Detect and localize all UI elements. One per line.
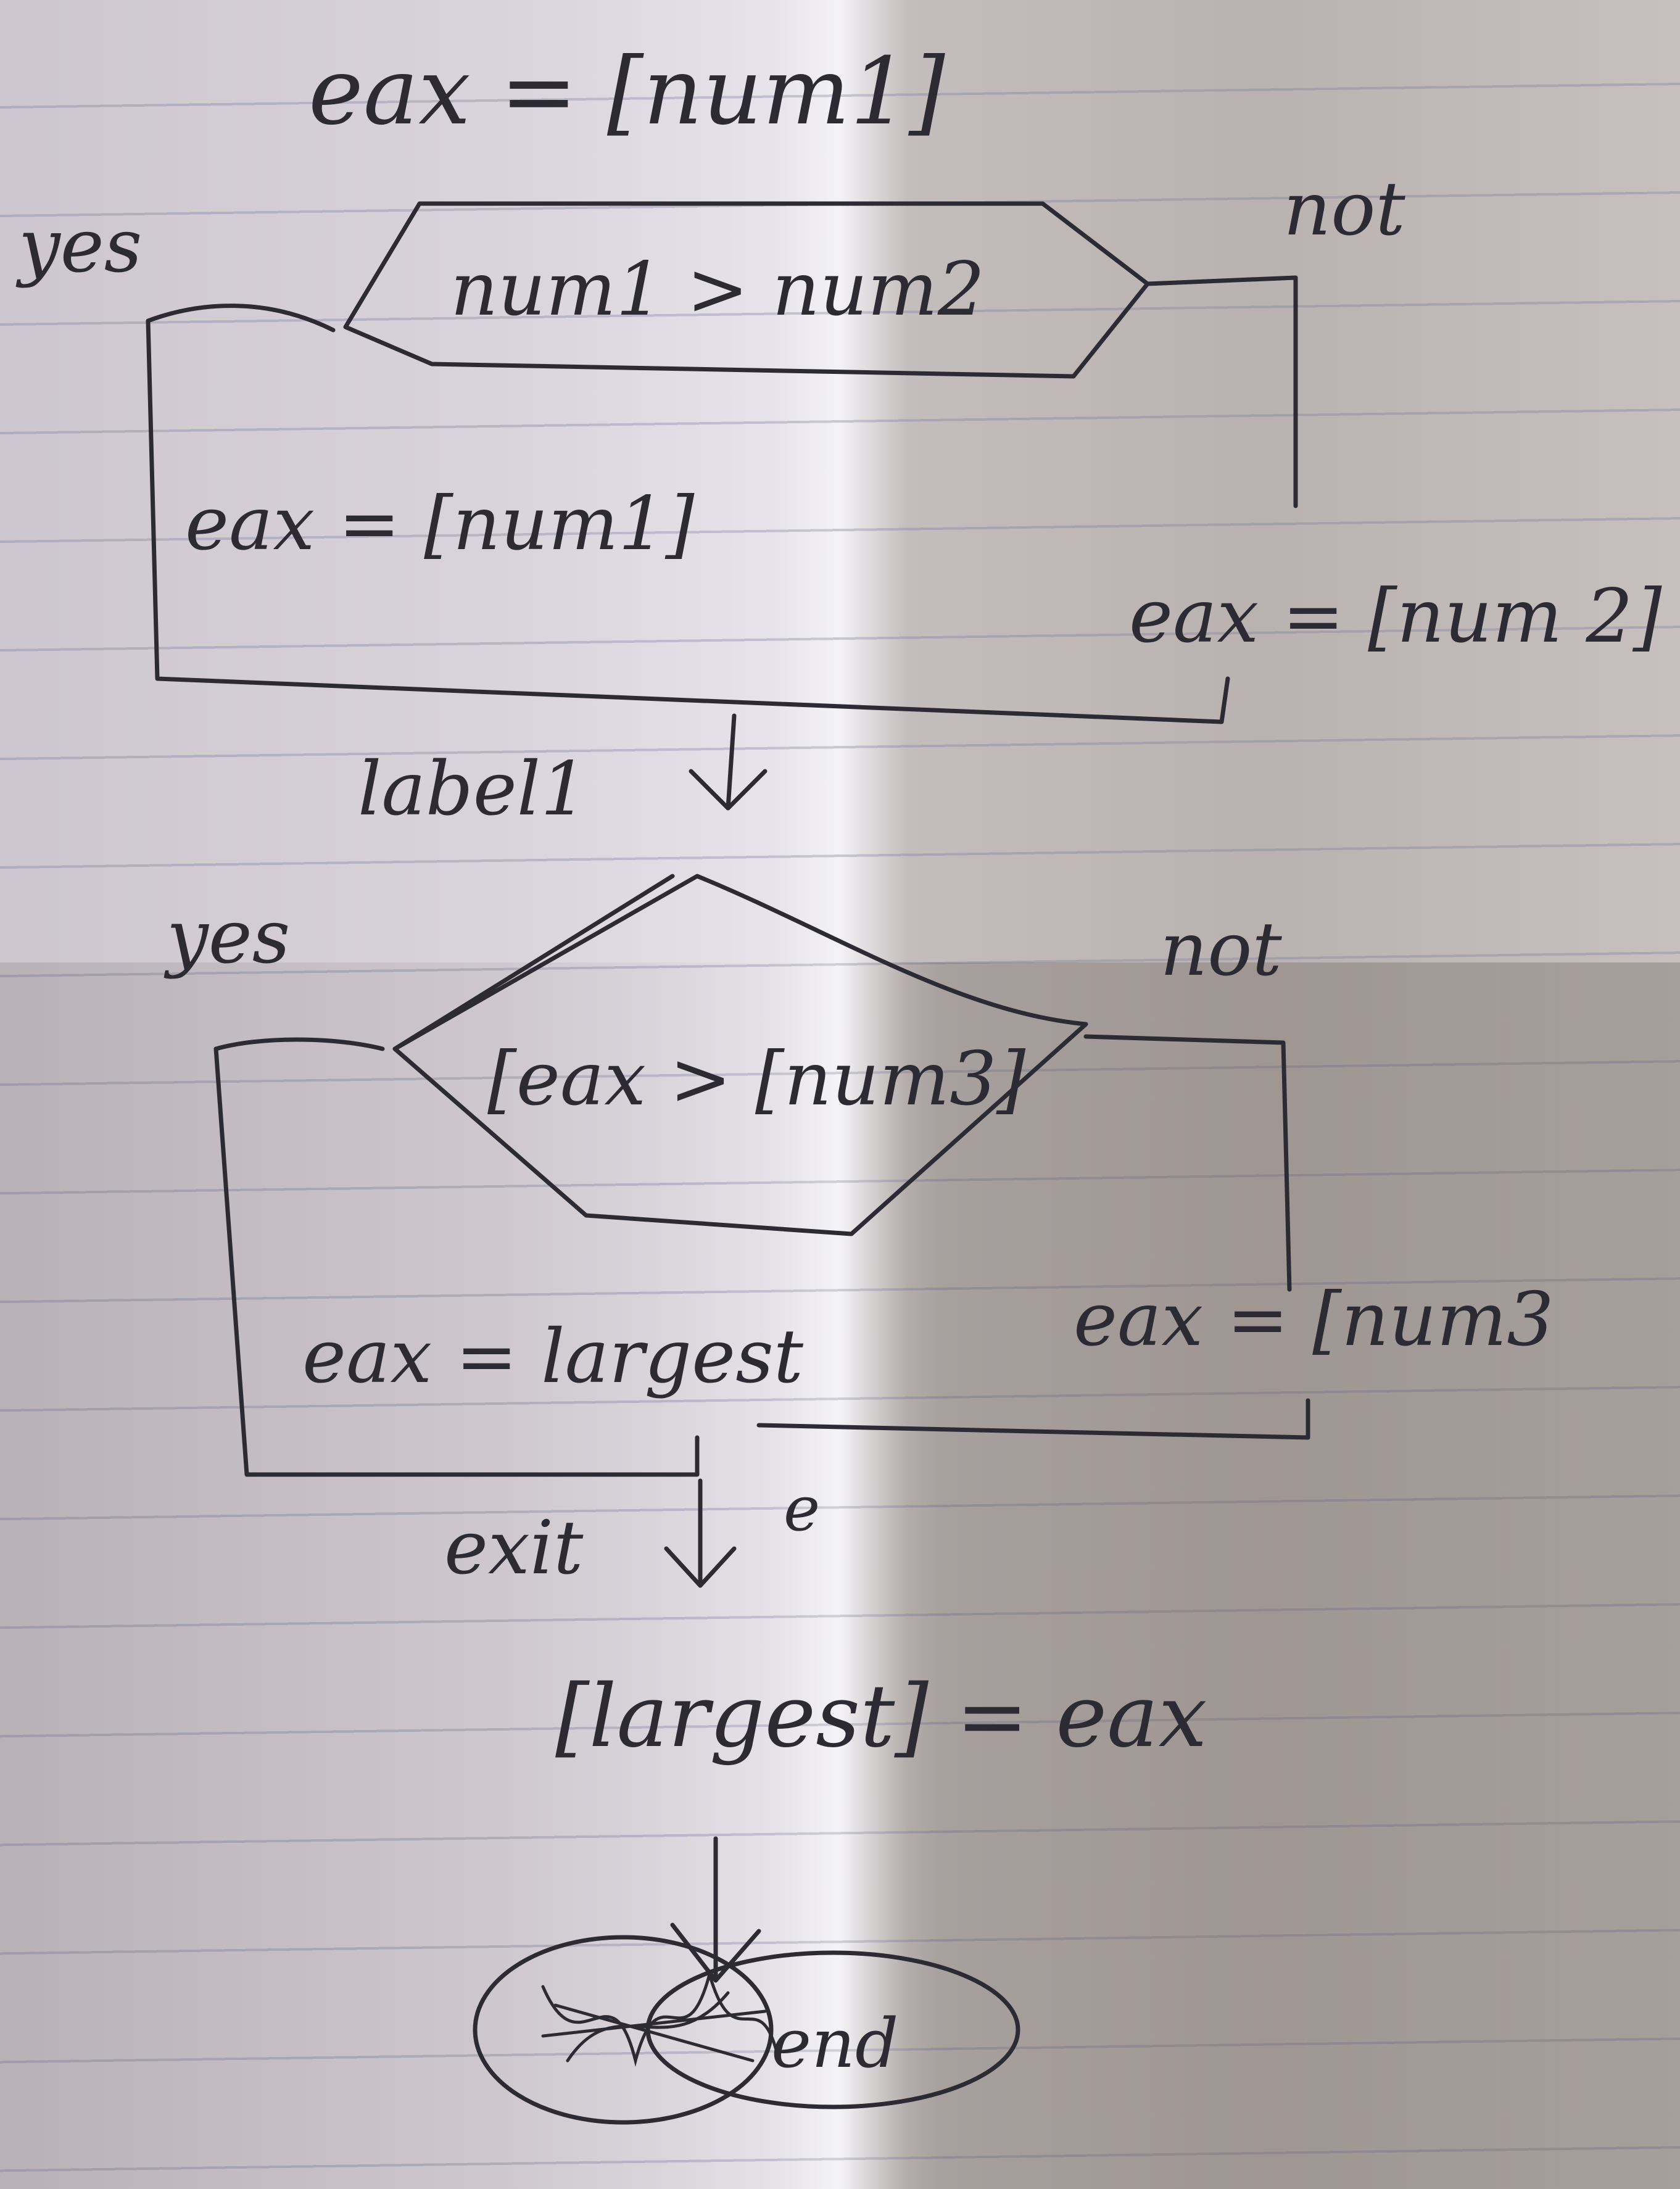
crossed-out-scribble	[541, 1968, 779, 2067]
final-statement: [largest] = eax	[555, 1666, 1207, 1767]
decision-1-no-label: not	[1283, 167, 1406, 252]
decision-2-text: [eax > [num3]	[487, 1037, 1025, 1122]
exit-arrow	[664, 1478, 737, 1588]
no-action-2: eax = [num3	[1074, 1277, 1554, 1363]
start-statement: eax = [num1]	[308, 38, 945, 146]
no-action-1: eax = [num 2]	[1129, 574, 1662, 660]
decision-2-no-connector	[756, 1034, 1310, 1440]
terminator-text: end	[771, 2004, 898, 2083]
terminator-ellipse-left	[473, 1935, 774, 2125]
decision-1-text: num1 > num2	[450, 247, 985, 333]
decision-1-yes-label: yes	[15, 204, 142, 289]
decision-1-yes-connector	[146, 304, 1230, 724]
decision-2-no-label: not	[1160, 907, 1283, 993]
label1-text: label1	[358, 747, 587, 832]
yes-action-2: eax = largest	[302, 1314, 804, 1400]
exit-label: exit	[444, 1505, 584, 1591]
label1-arrow	[689, 713, 768, 811]
decision-2-diamond	[392, 874, 1088, 1236]
yes-action-1: eax = [num1]	[185, 481, 695, 567]
decision-2-yes-connector	[213, 1037, 700, 1477]
paper-fold-shadow	[0, 962, 1680, 2189]
exit-mark: e	[784, 1473, 820, 1545]
decision-1-no-connector	[1145, 275, 1298, 508]
decision-2-yes-label: yes	[163, 895, 290, 980]
decision-1-hexagon	[343, 201, 1150, 379]
